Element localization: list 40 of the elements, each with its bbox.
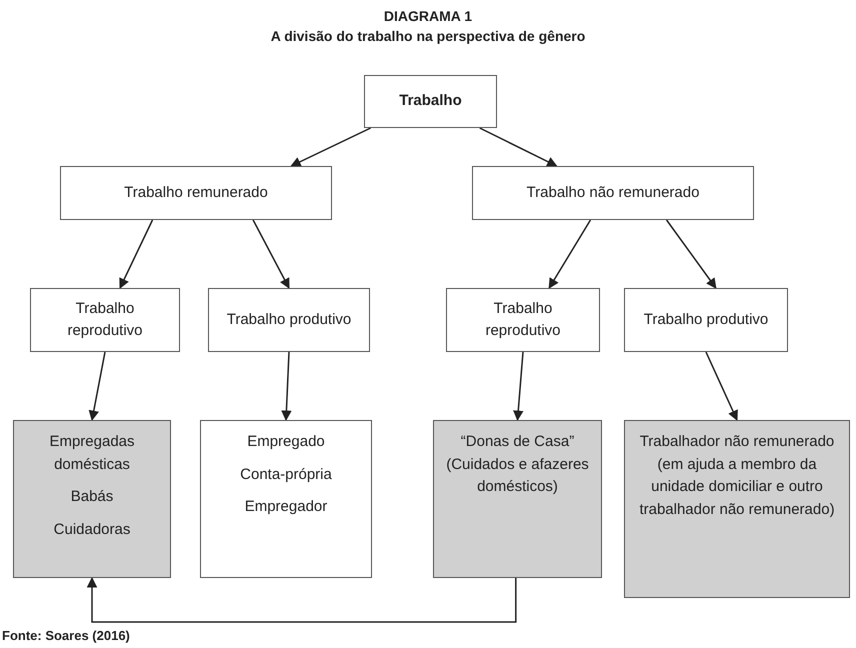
node-label: Babás (70, 487, 114, 507)
diagram-subtitle: A divisão do trabalho na perspectiva de gênero (270, 28, 586, 44)
arrow (252, 220, 290, 289)
arrow (119, 220, 154, 289)
process-box (364, 75, 497, 128)
node-label: Trabalho reprodutivo (66, 298, 144, 341)
node-label: Empregadas domésticas (48, 432, 136, 474)
node-label: Trabalho não remunerado (526, 182, 700, 203)
category-box (433, 420, 602, 578)
arrow (88, 352, 106, 422)
process-box (30, 288, 180, 352)
process-box (472, 166, 754, 220)
process-box (200, 420, 372, 578)
source-caption: Fonte: Soares (2016) (2, 628, 130, 643)
node-label: Empregado (247, 432, 325, 452)
node-label: Trabalho produtivo (226, 310, 352, 330)
process-box (60, 166, 332, 220)
arrow (705, 352, 738, 421)
node-label: Trabalho (399, 91, 462, 112)
arrow (281, 352, 292, 422)
node-label: Trabalhador não remunerado (em ajuda a membro da unidade domiciliar e outro trabalhador não remunerado) (638, 432, 836, 520)
category-box (13, 420, 171, 578)
node-label: Trabalho produtivo (644, 310, 768, 330)
arrow (290, 127, 371, 167)
arrow (548, 220, 592, 289)
arrow (666, 220, 716, 289)
node-label: Conta-própria (240, 464, 332, 484)
node-label: “Donas de Casa” (Cuidados e afazeres domésticos) (445, 432, 590, 497)
process-box (446, 288, 600, 352)
node-label: Trabalho remunerado (124, 182, 268, 203)
arrow (86, 576, 517, 623)
process-box (624, 288, 788, 352)
node-label: Empregador (244, 497, 328, 517)
arrow (479, 127, 558, 167)
process-box (208, 288, 370, 352)
node-label: Trabalho reprodutivo (484, 298, 562, 341)
category-box (624, 420, 850, 598)
arrow (513, 352, 524, 422)
diagram-title: DIAGRAMA 1 (382, 8, 474, 24)
node-label: Cuidadoras (54, 520, 130, 540)
